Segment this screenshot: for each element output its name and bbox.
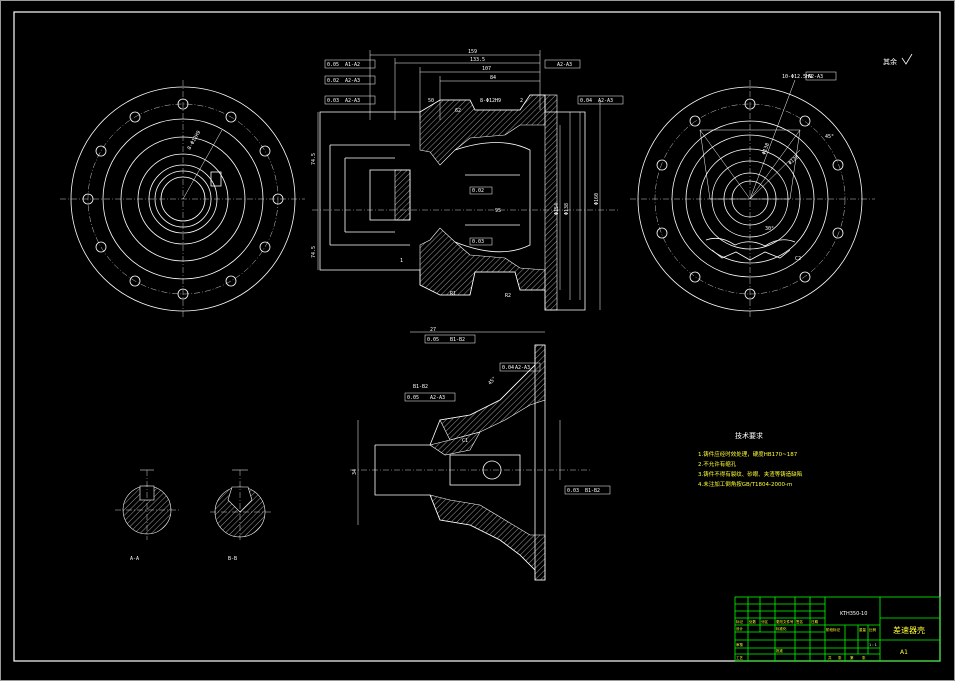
svg-text:0.02: 0.02 (327, 78, 339, 84)
tech-req-item: 4.未注加工倒角按GB/T1804-2000-m (698, 480, 792, 488)
svg-text:R2: R2 (505, 293, 511, 299)
svg-text:0.05: 0.05 (327, 62, 339, 68)
svg-text:设计: 设计 (736, 626, 744, 631)
svg-text:A2-A3: A2-A3 (345, 98, 360, 104)
svg-text:Φ120: Φ120 (787, 154, 800, 166)
svg-text:比例: 比例 (869, 627, 877, 632)
svg-text:标准化: 标准化 (776, 626, 787, 631)
svg-text:R1: R1 (450, 291, 456, 297)
svg-text:Φ138: Φ138 (761, 142, 771, 155)
svg-text:阶段标记: 阶段标记 (826, 627, 840, 632)
svg-text:张: 张 (862, 655, 866, 660)
surface-finish-note: 其余 (883, 57, 897, 66)
svg-text:0.02: 0.02 (472, 188, 484, 194)
inner-border (13, 11, 941, 662)
tech-req-item: 3.铸件不得有裂纹、砂眼、夹渣等铸造缺陷 (698, 470, 802, 478)
svg-text:A2-A3: A2-A3 (515, 365, 530, 371)
part-name: 差速器壳 (893, 625, 925, 635)
surface-finish-icon (901, 53, 913, 65)
svg-text:Φ160: Φ160 (594, 193, 600, 205)
tech-requirements: 技术要求 1.铸件应经时效处理，硬度HB170~187 2.不允许有缩孔 3.铸… (698, 431, 802, 488)
svg-text:107: 107 (482, 66, 491, 72)
svg-text:更改文件号: 更改文件号 (776, 619, 794, 624)
svg-text:工艺: 工艺 (736, 655, 744, 660)
svg-text:2: 2 (520, 98, 523, 104)
svg-text:30°: 30° (765, 226, 774, 232)
left-bolt-holes (82, 98, 284, 300)
svg-text:C2: C2 (795, 256, 801, 262)
svg-text:0.03: 0.03 (327, 98, 339, 104)
svg-text:A2-A3: A2-A3 (345, 78, 360, 84)
svg-text:分区: 分区 (761, 619, 769, 624)
svg-text:A2-A3: A2-A3 (598, 98, 613, 104)
svg-text:标记: 标记 (736, 619, 744, 624)
svg-text:34: 34 (352, 469, 358, 475)
svg-text:0.05: 0.05 (407, 395, 419, 401)
small-section-right: B-B (210, 469, 272, 562)
svg-text:45°: 45° (825, 134, 834, 140)
svg-text:A1-A2: A1-A2 (345, 62, 360, 68)
tech-req-item: 1.铸件应经时效处理，硬度HB170~187 (698, 450, 798, 458)
left-flange-view: 8-Φ12H9 (60, 80, 305, 318)
svg-text:50: 50 (428, 98, 434, 104)
right-bolt-holes (656, 98, 844, 300)
svg-text:B1-B2: B1-B2 (585, 488, 600, 494)
tech-req-title: 技术要求 (735, 431, 763, 440)
svg-text:159: 159 (468, 49, 477, 55)
svg-text:0.04: 0.04 (580, 98, 592, 104)
svg-text:0.03: 0.03 (472, 239, 484, 245)
svg-text:A2-A3: A2-A3 (430, 395, 445, 401)
svg-text:审核: 审核 (736, 642, 744, 647)
svg-text:A2-A3: A2-A3 (557, 62, 572, 68)
svg-text:0.04: 0.04 (502, 365, 514, 371)
svg-text:84: 84 (490, 75, 496, 81)
svg-text:B-B: B-B (228, 556, 237, 562)
svg-text:1: 1 (400, 258, 403, 264)
right-flange-view: 10-Φ12.5H9 A2-A3 Φ138 Φ120 30° 45° C2 (630, 71, 875, 318)
svg-text:Φ154: Φ154 (554, 203, 560, 215)
main-section-view: 159 133.5 107 84 0.05 A1-A2 0.02 A2-A3 0… (311, 49, 624, 344)
svg-text:A-A: A-A (130, 556, 139, 562)
svg-text:133.5: 133.5 (470, 57, 485, 63)
material-label: KTH350-10 (840, 611, 867, 617)
svg-text:1 : 1: 1 : 1 (869, 643, 877, 647)
svg-text:B1-B2: B1-B2 (413, 384, 428, 390)
svg-text:共: 共 (828, 655, 832, 660)
svg-text:74.5: 74.5 (311, 246, 317, 258)
small-section-left: A-A (115, 469, 180, 562)
svg-text:95: 95 (495, 208, 501, 214)
svg-text:62: 62 (455, 108, 461, 114)
svg-text:张: 张 (838, 655, 842, 660)
svg-text:0.05: 0.05 (427, 337, 439, 343)
right-bolt-note: 10-Φ12.5H9 (782, 74, 812, 80)
svg-text:Φ138: Φ138 (564, 203, 570, 215)
svg-text:签名: 签名 (796, 619, 803, 624)
svg-text:27: 27 (430, 327, 436, 333)
sheet-size: A1 (900, 649, 908, 656)
left-bolt-note: 8-Φ12H9 (187, 130, 203, 151)
svg-text:8-Φ12H9: 8-Φ12H9 (480, 98, 501, 104)
svg-text:第: 第 (850, 655, 854, 660)
svg-text:批准: 批准 (776, 648, 784, 653)
svg-text:B1-B2: B1-B2 (450, 337, 465, 343)
svg-text:A2-A3: A2-A3 (808, 74, 823, 80)
svg-text:74.5: 74.5 (311, 153, 317, 165)
svg-text:重量: 重量 (859, 627, 867, 632)
svg-text:C1: C1 (462, 438, 468, 444)
title-block: KTH350-10 差速器壳 A1 标记 处数 分区 更改文件号 签名 日期 设… (734, 596, 941, 662)
svg-text:45°: 45° (487, 376, 498, 387)
tech-req-item: 2.不允许有缩孔 (698, 460, 737, 468)
svg-text:0.03: 0.03 (567, 488, 579, 494)
svg-text:处数: 处数 (749, 619, 757, 624)
lower-section-view: 0.05 A2-A3 B1-B2 0.04 A2-A3 0.03 B1-B2 3… (350, 344, 611, 581)
svg-text:日期: 日期 (811, 619, 819, 624)
